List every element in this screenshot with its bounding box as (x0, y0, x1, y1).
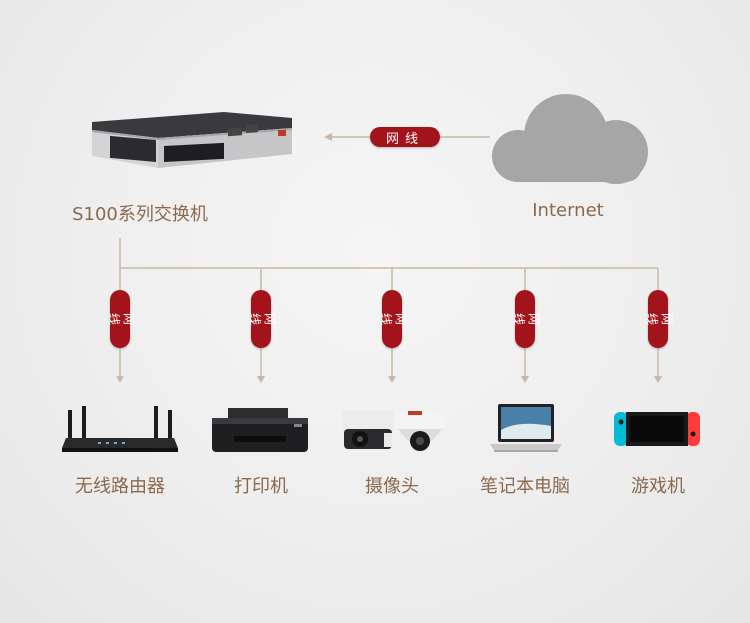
device-label-console: 游戏机 (631, 476, 685, 497)
internet-label: Internet (532, 200, 604, 221)
device-label-printer: 打印机 (234, 476, 288, 497)
switch-label: S100系列交换机 (72, 204, 208, 225)
cable-tag-laptop: 网线 (510, 290, 540, 348)
printer-icon (212, 408, 308, 452)
laptop-icon (490, 404, 562, 452)
device-label-laptop: 笔记本电脑 (480, 476, 570, 497)
cable-tag-console: 网线 (643, 290, 673, 348)
device-label-camera: 摄像头 (365, 476, 419, 497)
device-label-router: 无线路由器 (75, 476, 165, 497)
cable-tag-router: 网线 (105, 290, 135, 348)
internet-cable-tag: 网线 (370, 127, 440, 147)
camera-icon (342, 411, 446, 451)
switch-image (92, 112, 292, 168)
cable-tag-printer: 网线 (246, 290, 276, 348)
internet-connector-arrow (324, 133, 332, 141)
cloud-icon (492, 94, 648, 184)
cable-tag-camera: 网线 (377, 290, 407, 348)
game-console-icon (614, 412, 700, 446)
router-icon (62, 406, 178, 452)
